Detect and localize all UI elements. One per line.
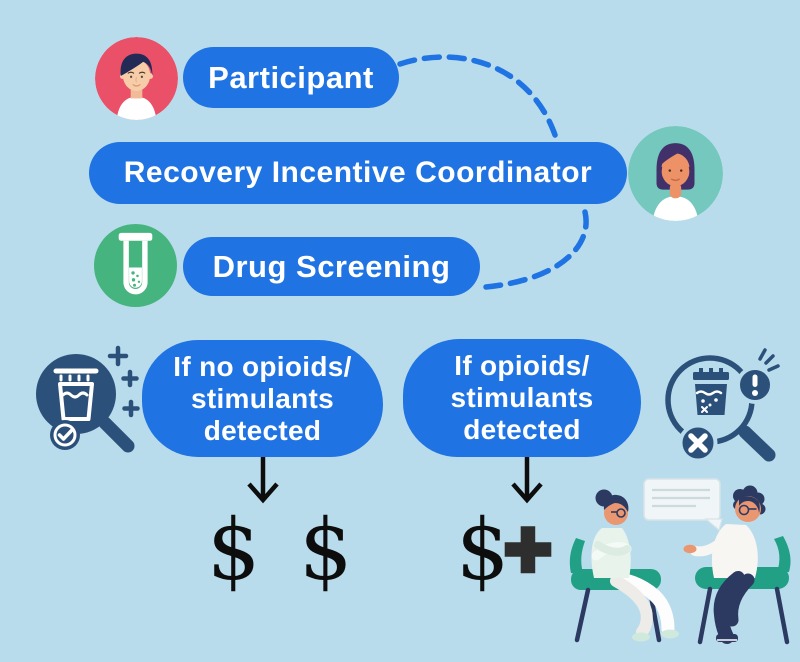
test-tube-icon	[118, 232, 153, 295]
screening-node: Drug Screening	[183, 237, 480, 296]
man-avatar-icon	[95, 37, 178, 120]
down-arrow-icon	[511, 457, 543, 504]
reward-dollar-positive: $	[456, 501, 510, 599]
outcome-positive-line1: If opioids/	[454, 350, 590, 381]
connector-participant-coordinator	[397, 54, 560, 144]
coordinator-avatar	[628, 126, 723, 221]
screening-label: Drug Screening	[212, 248, 451, 284]
down-arrow-icon	[247, 457, 279, 504]
participant-node: Participant	[183, 47, 399, 108]
magnifier-specimen-alert-icon	[665, 348, 780, 463]
outcome-negative-line1: If no opioids/	[173, 350, 352, 382]
outcome-negative-node: If no opioids/ stimulants detected	[142, 340, 383, 457]
participant-avatar	[95, 37, 178, 120]
screening-circle	[94, 224, 177, 307]
reward-dollars-negative: $ $	[207, 501, 353, 599]
outcome-negative-line3: detected	[203, 414, 322, 446]
counseling-session-illustration	[569, 478, 791, 645]
outcome-positive-line3: detected	[463, 414, 581, 445]
coordinator-label: Recovery Incentive Coordinator	[123, 156, 593, 189]
outcome-positive-line2: stimulants	[450, 382, 594, 413]
connector-coordinator-screening	[483, 209, 589, 290]
woman-avatar-icon	[628, 126, 723, 221]
coordinator-node: Recovery Incentive Coordinator	[89, 142, 627, 204]
outcome-negative-line2: stimulants	[190, 382, 335, 414]
outcome-positive-node: If opioids/ stimulants detected	[403, 339, 641, 457]
plus-icon: +	[501, 501, 554, 598]
participant-label: Participant	[208, 59, 374, 95]
magnifier-specimen-check-icon	[36, 345, 140, 453]
